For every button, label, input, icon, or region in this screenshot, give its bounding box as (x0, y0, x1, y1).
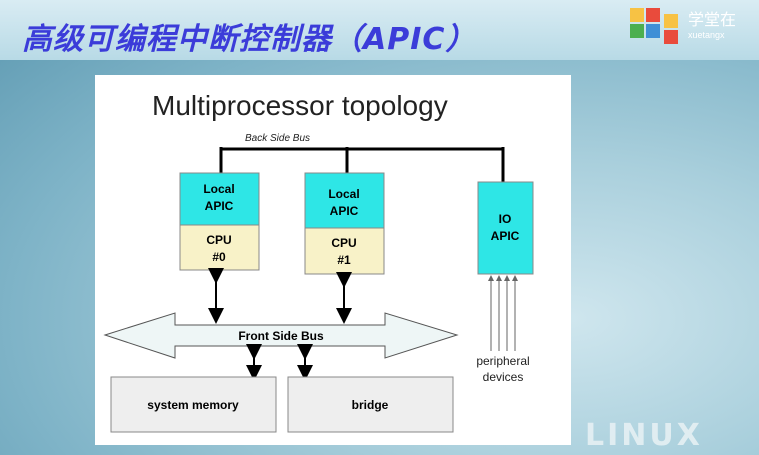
cpu1-core (304, 227, 385, 275)
cpu1-local-apic (304, 172, 385, 229)
peripheral-label-line1: peripheral (476, 354, 529, 368)
back-side-bus-label: Back Side Bus (245, 133, 310, 144)
cpu0-apic-label-line1: Local (203, 182, 234, 196)
cpu0-local-apic (179, 172, 260, 226)
cpu1-block: Local APIC CPU #1 (304, 172, 385, 275)
cpu0-core (179, 224, 260, 271)
io-apic-label-line2: APIC (491, 229, 520, 243)
peripheral-arrows (488, 275, 518, 351)
bridge-box (287, 376, 454, 433)
cpu1-label-line2: #1 (337, 253, 351, 267)
system-memory-box (110, 376, 277, 433)
io-apic-label-line1: IO (499, 212, 512, 226)
cpu0-label-line1: CPU (206, 233, 231, 247)
front-side-bus-label: Front Side Bus (238, 329, 324, 343)
cpu1-apic-label-line1: Local (328, 187, 359, 201)
back-side-bus (219, 147, 505, 182)
cpu-bus-arrows (208, 268, 352, 324)
logo-icon (630, 8, 678, 44)
io-apic-block: IO APIC (477, 181, 534, 275)
logo-text: 学堂在 (688, 10, 737, 29)
peripheral-label-line2: devices (483, 370, 524, 384)
cpu0-block: Local APIC CPU #0 (179, 172, 260, 271)
system-memory-label: system memory (147, 398, 239, 412)
memory-bridge-arrows (246, 344, 313, 381)
topology-diagram: Multiprocessor topology Back Side Bus Lo… (103, 90, 534, 433)
cpu1-label-line1: CPU (331, 236, 356, 250)
cpu0-label-line2: #0 (212, 250, 226, 264)
io-apic (477, 181, 534, 275)
slide-panel: Multiprocessor topology Back Side Bus Lo… (95, 75, 571, 445)
logo-subtext: xuetangx (688, 30, 725, 40)
bridge-label: bridge (352, 398, 389, 412)
slide-title: 高级可编程中断控制器（APIC） (22, 22, 477, 57)
front-side-bus (103, 312, 459, 359)
linux-watermark: LINUX (585, 418, 703, 453)
cpu1-apic-label-line2: APIC (330, 204, 359, 218)
cpu0-apic-label-line2: APIC (205, 199, 234, 213)
diagram-title: Multiprocessor topology (152, 90, 448, 121)
